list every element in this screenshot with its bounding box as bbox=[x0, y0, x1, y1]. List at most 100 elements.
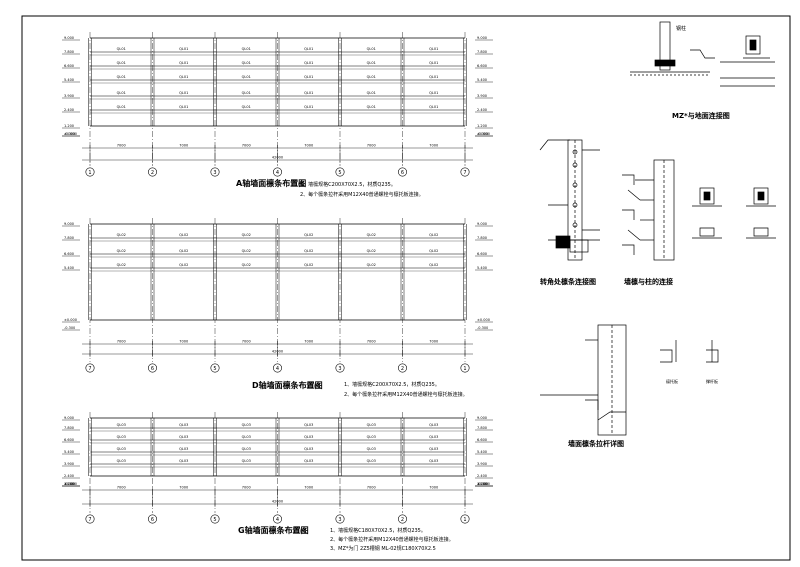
axis-label: 1 bbox=[88, 170, 91, 176]
purlin-label: QL02 bbox=[117, 263, 126, 267]
purlin-label: QL02 bbox=[367, 233, 376, 237]
axis-label: 2 bbox=[401, 366, 404, 372]
axis-label: 1 bbox=[463, 517, 466, 523]
purlin-label: QL03 bbox=[117, 447, 126, 451]
axis-bubble bbox=[397, 363, 407, 373]
detail-column-title: 墙檩与柱的连接 bbox=[624, 277, 673, 286]
axis-bubble bbox=[85, 363, 95, 373]
elevation-g-scale: 1:100 bbox=[292, 529, 306, 535]
dim-bay-label: 7000 bbox=[367, 486, 376, 490]
purlin-label: QL02 bbox=[429, 233, 438, 237]
detail-corner-purlin bbox=[539, 139, 600, 261]
axis-label: 3 bbox=[338, 366, 341, 372]
elevation-a-note-1: 1、墙檩规格C200X70X2.5，材质Q235。 bbox=[300, 181, 396, 188]
axis-label: 5 bbox=[213, 366, 216, 372]
dim-bay-label: 7000 bbox=[117, 340, 126, 344]
purlin-label: QL01 bbox=[179, 61, 188, 65]
purlin-label: QL02 bbox=[304, 263, 313, 267]
purlin-label: QL01 bbox=[367, 75, 376, 79]
purlin-label: QL03 bbox=[304, 459, 313, 463]
purlin-label: QL02 bbox=[367, 263, 376, 267]
level-label-right: 5.400 bbox=[477, 450, 487, 454]
dim-bay-label: 7000 bbox=[304, 340, 313, 344]
purlin-label: QL03 bbox=[117, 423, 126, 427]
axis-bubble bbox=[85, 514, 95, 524]
level-label-left: ±0.000 bbox=[64, 132, 77, 136]
dim-bay-label: 7000 bbox=[429, 340, 438, 344]
dim-bay-label: 7000 bbox=[429, 144, 438, 148]
level-label-left: 9.000 bbox=[64, 36, 74, 40]
axis-label: 7 bbox=[88, 366, 91, 372]
purlin-label: QL03 bbox=[367, 447, 376, 451]
level-label-right: 5.400 bbox=[477, 266, 487, 270]
level-label-right: ±0.000 bbox=[477, 482, 490, 486]
axis-label: 4 bbox=[276, 517, 279, 523]
axis-bubble bbox=[272, 514, 282, 524]
axis-bubble bbox=[148, 167, 158, 177]
level-label-left: 7.800 bbox=[64, 236, 74, 240]
level-label-left: 1.200 bbox=[64, 124, 74, 128]
purlin-label: QL03 bbox=[304, 435, 313, 439]
detail-mz-ground bbox=[630, 21, 775, 87]
level-label-right: 5.400 bbox=[477, 78, 487, 82]
purlin-label: QL03 bbox=[242, 447, 251, 451]
detail-mz-title: MZ*与地面连接图 bbox=[672, 111, 730, 120]
purlin-label: QL02 bbox=[117, 233, 126, 237]
purlin-label: QL03 bbox=[242, 435, 251, 439]
elevation-d-scale: 1:100 bbox=[306, 384, 320, 390]
level-label-right: 9.000 bbox=[477, 222, 487, 226]
axis-bubble bbox=[460, 514, 470, 524]
purlin-label: QL02 bbox=[242, 233, 251, 237]
axis-bubble bbox=[397, 167, 407, 177]
level-label-right: 2.400 bbox=[477, 474, 487, 478]
axis-label: 2 bbox=[151, 170, 154, 176]
elevation-d-note-1: 1、墙檩规格C200X70X2.5，材质Q235。 bbox=[344, 381, 440, 388]
level-label-left: 6.600 bbox=[64, 252, 74, 256]
purlin-label: QL03 bbox=[242, 459, 251, 463]
axis-bubble bbox=[460, 363, 470, 373]
dim-bay-label: 7000 bbox=[117, 144, 126, 148]
level-label-right: 1.200 bbox=[477, 482, 487, 486]
level-label-left: 9.000 bbox=[64, 222, 74, 226]
detail-corner-title: 转角处檩条连接图 bbox=[540, 277, 596, 286]
level-label-right: 6.600 bbox=[477, 252, 487, 256]
purlin-label: QL03 bbox=[179, 423, 188, 427]
dim-total-label: 42000 bbox=[272, 500, 283, 504]
level-label-right: -0.300 bbox=[477, 326, 488, 330]
axis-label: 5 bbox=[213, 517, 216, 523]
purlin-label: QL02 bbox=[117, 249, 126, 253]
axis-label: 5 bbox=[338, 170, 341, 176]
elevation-d-note-2: 2、每个檩条拉杆采用M12X40普通螺栓与檩托板连接。 bbox=[344, 391, 468, 398]
purlin-label: QL03 bbox=[367, 459, 376, 463]
sheet-border bbox=[21, 15, 791, 561]
axis-label: 3 bbox=[338, 517, 341, 523]
purlin-label: QL03 bbox=[429, 423, 438, 427]
purlin-label: QL01 bbox=[429, 105, 438, 109]
purlin-label: QL03 bbox=[179, 447, 188, 451]
purlin-label: QL01 bbox=[429, 75, 438, 79]
purlin-label: QL03 bbox=[367, 435, 376, 439]
purlin-label: QL02 bbox=[429, 249, 438, 253]
purlin-label: QL03 bbox=[117, 435, 126, 439]
axis-label: 4 bbox=[276, 170, 279, 176]
purlin-label: QL01 bbox=[179, 105, 188, 109]
detail-tie-title: 墙面檩条拉杆详图 bbox=[568, 439, 624, 448]
purlin-label: QL03 bbox=[179, 435, 188, 439]
purlin-label: QL01 bbox=[117, 61, 126, 65]
purlin-label: QL01 bbox=[179, 75, 188, 79]
purlin-label: QL03 bbox=[367, 423, 376, 427]
dim-total-label: 42000 bbox=[272, 156, 283, 160]
dim-bay-label: 7000 bbox=[242, 340, 251, 344]
detail-tie-rod bbox=[540, 324, 719, 436]
purlin-label: QL02 bbox=[179, 249, 188, 253]
purlin-label: QL01 bbox=[179, 47, 188, 51]
purlin-label: QL02 bbox=[179, 263, 188, 267]
purlin-label: QL01 bbox=[117, 47, 126, 51]
level-label-right: 7.800 bbox=[477, 50, 487, 54]
axis-label: 7 bbox=[463, 170, 466, 176]
level-label-left: 5.400 bbox=[64, 78, 74, 82]
dim-bay-label: 7000 bbox=[179, 340, 188, 344]
purlin-label: QL02 bbox=[242, 263, 251, 267]
dim-bay-label: 7000 bbox=[304, 486, 313, 490]
